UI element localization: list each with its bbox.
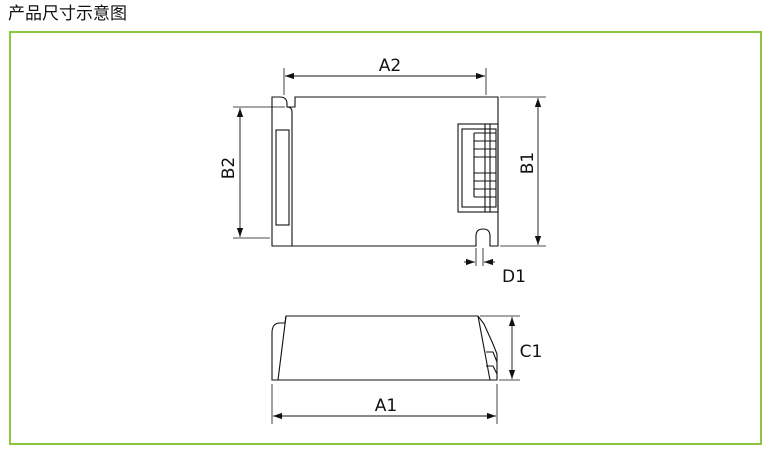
- page-title: 产品尺寸示意图: [8, 4, 127, 24]
- diagram-frame: [9, 31, 762, 445]
- top-view-window: [275, 129, 290, 226]
- side-view-body: [271, 315, 498, 381]
- top-view: [271, 96, 499, 247]
- side-view: [271, 315, 498, 381]
- side-view-extension-lines: [271, 315, 520, 424]
- dimension-label-a1: A1: [375, 396, 397, 416]
- dimension-label-b2: B2: [219, 157, 239, 179]
- terminal-block: [457, 123, 499, 213]
- dimension-label-d1: D1: [502, 267, 526, 287]
- top-view-inner-edge: [286, 106, 293, 246]
- dimension-label-b1: B1: [518, 152, 538, 174]
- dimension-b1: B1: [518, 98, 542, 245]
- dimension-label-c1: C1: [520, 342, 543, 362]
- dimension-label-a2: A2: [379, 56, 401, 76]
- dimension-d1: D1: [464, 258, 526, 287]
- dimension-b2: B2: [219, 108, 244, 237]
- dimension-c1: C1: [508, 317, 543, 379]
- top-view-extension-lines: [233, 68, 546, 266]
- dimension-a1: A1: [273, 396, 496, 420]
- dimension-a2: A2: [285, 56, 485, 80]
- top-view-body: [271, 96, 499, 247]
